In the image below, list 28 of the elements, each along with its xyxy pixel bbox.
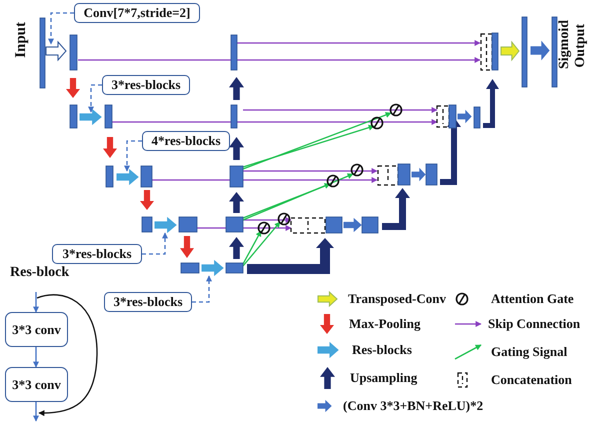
dashed-arrow — [192, 275, 212, 303]
conv-box: 3*3 conv — [5, 312, 68, 347]
legend-label: Transposed-Conv — [348, 292, 446, 305]
dashed-arrow — [142, 232, 168, 255]
legend-label: (Conv 3*3+BN+ReLU)*2 — [343, 399, 484, 412]
legend-label: Concatenation — [491, 373, 572, 386]
annotation-box: 3*res-blocks — [104, 292, 192, 312]
side-label: Output — [574, 24, 588, 68]
annotation-box: 4*res-blocks — [142, 131, 230, 151]
legend-label: Res-blocks — [352, 343, 412, 356]
side-label: Sigmoid — [558, 20, 572, 70]
dashed-arrow — [88, 84, 102, 113]
annotation-box: 3*res-blocks — [102, 75, 190, 95]
annotation-box: Conv[7*7,stride=2] — [74, 3, 200, 23]
arrow — [33, 292, 39, 313]
side-label: Input — [14, 22, 29, 58]
annotation-box: 3*res-blocks — [52, 244, 142, 264]
panel-title: Res-block — [10, 266, 70, 280]
legend-label: Skip Connection — [488, 317, 580, 330]
arrow — [33, 347, 39, 368]
legend-label: Gating Signal — [491, 345, 568, 358]
dashed-arrow — [48, 12, 74, 45]
legend-label: Max-Pooling — [349, 317, 420, 330]
legend-label: Attention Gate — [491, 292, 574, 305]
conv-box: 3*3 conv — [5, 367, 68, 402]
dashed-arrow — [124, 140, 142, 172]
legend-label: Upsampling — [350, 371, 418, 384]
arrow — [33, 402, 39, 422]
